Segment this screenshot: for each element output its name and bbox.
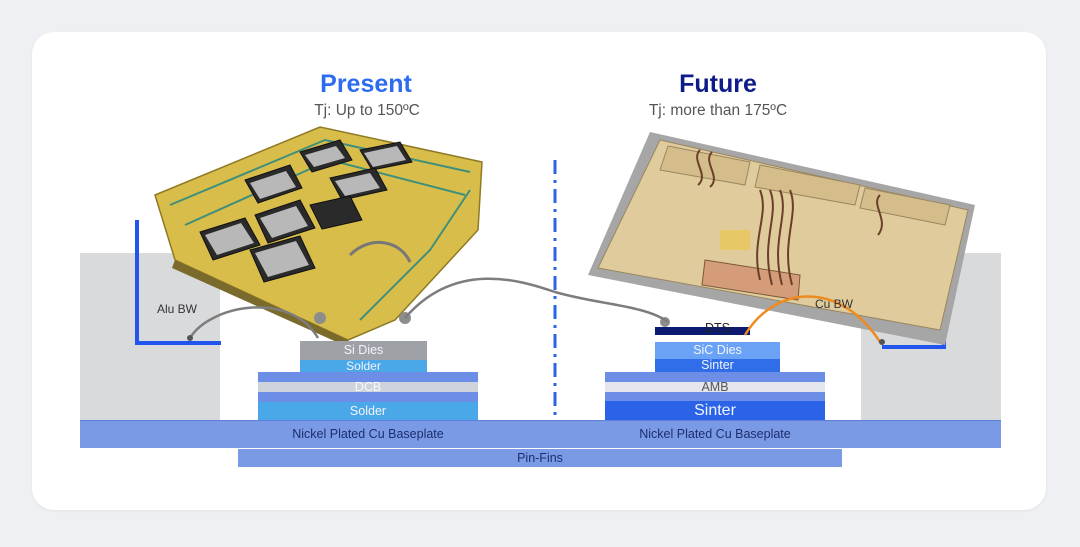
baseplate-label-right: Nickel Plated Cu Baseplate [639, 426, 791, 441]
future-subtitle: Tj: more than 175ºC [648, 102, 788, 119]
future-module-image [588, 132, 975, 345]
dcb-layer: DCB [258, 381, 478, 393]
left-housing [80, 253, 220, 421]
cu-bw-label: Cu BW [815, 297, 854, 311]
amb-bottom-copper [605, 392, 825, 401]
long-bond-wire [404, 277, 669, 324]
dcb-bottom-copper [258, 392, 478, 402]
solder-bottom-layer: Solder [258, 402, 478, 420]
present-subtitle: Tj: Up to 150ºC [314, 102, 420, 119]
dcb-top-copper [258, 372, 478, 382]
baseplate-label-left: Nickel Plated Cu Baseplate [292, 426, 444, 441]
amb-layer: AMB [605, 381, 825, 393]
solder-top-layer: Solder [300, 360, 427, 372]
left-frame-bracket [135, 220, 221, 345]
alu-bw-label: Alu BW [157, 302, 198, 316]
present-title: Present [320, 70, 412, 98]
cu-bond-wire [743, 295, 882, 343]
present-module-image [154, 126, 483, 348]
sic-dies-layer: SiC Dies [655, 342, 780, 359]
pin-fins-layer: Pin-Fins [238, 449, 842, 467]
amb-top-copper [605, 372, 825, 382]
future-title: Future [679, 70, 757, 98]
sinter-top-layer: Sinter [655, 359, 780, 372]
sinter-bottom-layer: Sinter [605, 401, 825, 420]
dts-layer: DTS [705, 320, 730, 335]
baseplate [80, 420, 1001, 448]
si-dies-layer: Si Dies [300, 341, 427, 360]
alu-bond-wire [188, 306, 320, 339]
